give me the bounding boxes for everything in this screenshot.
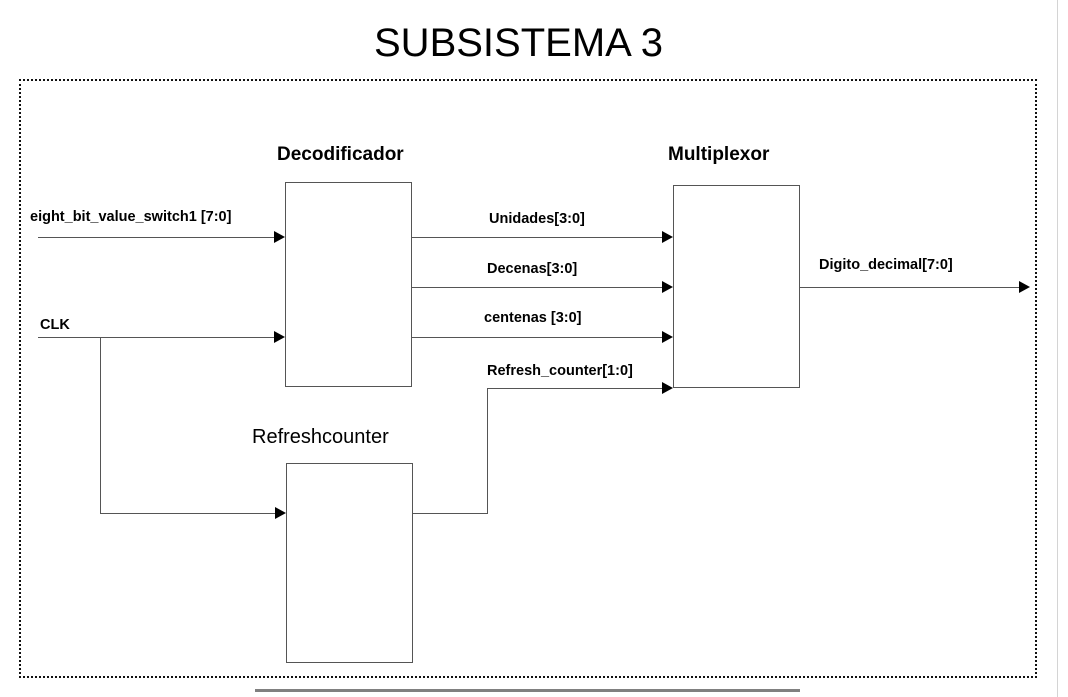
signal-label-refresh-counter: Refresh_counter[1:0] <box>487 363 633 379</box>
block-label-decodificador: Decodificador <box>277 144 404 165</box>
block-multiplexor[interactable] <box>673 185 800 388</box>
wire-decenas <box>412 287 663 288</box>
wire-unidades <box>412 237 663 238</box>
arrow-head-icon <box>662 331 673 343</box>
arrow-head-icon <box>662 231 673 243</box>
signal-label-centenas: centenas [3:0] <box>484 310 582 326</box>
wire-clk-to-decodificador <box>38 337 275 338</box>
arrow-head-icon <box>275 507 286 519</box>
signal-label-unidades: Unidades[3:0] <box>489 211 585 227</box>
arrow-head-icon <box>274 331 285 343</box>
wire-refreshcounter-out <box>413 513 487 514</box>
signal-label-eight-bit-value-switch1: eight_bit_value_switch1 [7:0] <box>30 209 232 225</box>
bottom-divider <box>255 689 800 692</box>
signal-label-clk: CLK <box>40 317 70 333</box>
wire-switch1-to-decodificador <box>38 237 275 238</box>
signal-label-digito-decimal: Digito_decimal[7:0] <box>819 257 953 273</box>
wire-centenas <box>412 337 663 338</box>
wire-clk-to-refreshcounter <box>100 513 277 514</box>
wire-digito-decimal <box>800 287 1022 288</box>
arrow-head-icon <box>662 382 673 394</box>
wire-clk-branch-vertical <box>100 337 101 514</box>
page-edge-divider <box>1057 0 1058 697</box>
block-refreshcounter[interactable] <box>286 463 413 663</box>
arrow-head-icon <box>1019 281 1030 293</box>
wire-refresh-counter-to-multiplexor <box>487 388 663 389</box>
arrow-head-icon <box>274 231 285 243</box>
signal-label-decenas: Decenas[3:0] <box>487 261 578 277</box>
system-boundary <box>19 79 1037 678</box>
page-title: SUBSISTEMA 3 <box>374 21 663 65</box>
arrow-head-icon <box>662 281 673 293</box>
block-decodificador[interactable] <box>285 182 412 387</box>
block-label-refreshcounter: Refreshcounter <box>252 426 389 448</box>
page-margin <box>1058 0 1068 697</box>
block-label-multiplexor: Multiplexor <box>668 144 770 165</box>
wire-refresh-counter-vertical <box>487 388 488 514</box>
